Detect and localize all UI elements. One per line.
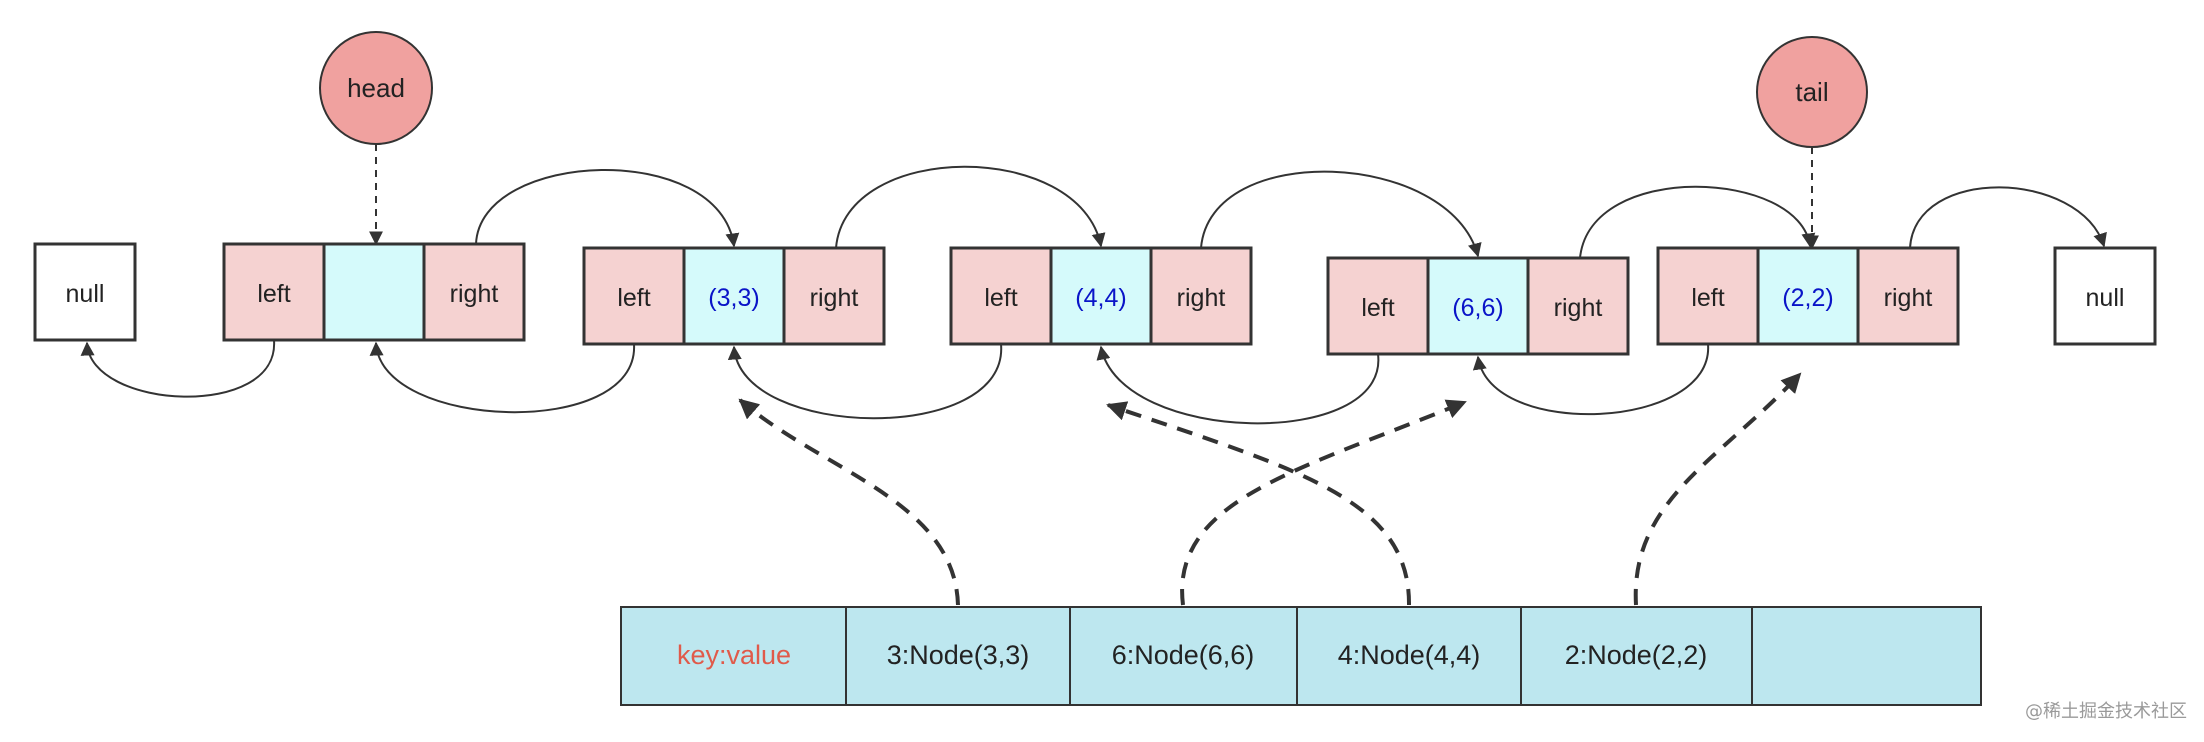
node-head-sentinel: left right (222, 242, 526, 342)
node-right-label: right (810, 284, 859, 312)
hashmap-entry: 6:Node(6,6) (1112, 640, 1255, 670)
next-link (475, 169, 740, 248)
node-right-field (1149, 246, 1253, 346)
node-left-field (1326, 256, 1430, 356)
prev-links (80, 339, 1710, 425)
null-left-label: null (66, 280, 105, 308)
tail-pointer-label: tail (1795, 77, 1828, 107)
hashmap-table: key:value 3:Node(3,3) 6:Node(6,6) 4:Node… (620, 606, 1982, 706)
node-value-field (1426, 256, 1530, 356)
prev-link (80, 339, 276, 398)
node-4-4: left (4,4) right (949, 246, 1253, 346)
head-pointer: head (319, 31, 433, 246)
hashmap-entry: 2:Node(2,2) (1565, 640, 1708, 670)
null-right-box: null (2053, 246, 2157, 346)
node-value-label: (4,4) (1075, 284, 1126, 312)
ref-2-to-node-2-2 (1633, 372, 1802, 606)
hashmap-node-refs (738, 372, 1802, 606)
node-left-field (1656, 246, 1760, 346)
hashmap-entry: 4:Node(4,4) (1338, 640, 1481, 670)
next-link (1909, 186, 2107, 249)
hashmap-header-label: key:value (677, 640, 791, 670)
node-right-label: right (1554, 294, 1603, 322)
next-link (835, 165, 1106, 249)
prev-link (727, 343, 1003, 420)
hashmap-cell (1520, 606, 1753, 706)
ref-4-to-node-4-4 (1106, 401, 1412, 606)
next-link (1579, 185, 1816, 259)
node-left-label: left (617, 284, 650, 312)
ref-6-to-node-6-6 (1180, 399, 1467, 606)
node-right-label: right (1884, 284, 1933, 312)
node-left-label: left (1691, 284, 1724, 312)
tail-pointer: tail (1756, 36, 1868, 250)
head-pointer-label: head (347, 73, 405, 103)
node-left-label: left (257, 280, 290, 308)
node-right-field (782, 246, 886, 346)
node-left-label: left (984, 284, 1017, 312)
hashmap-cell (1296, 606, 1522, 706)
node-value-field (1756, 246, 1860, 346)
node-value-field (1049, 246, 1153, 346)
node-right-field (1856, 246, 1960, 346)
prev-link (369, 341, 636, 414)
prev-link (1096, 345, 1380, 425)
node-6-6: left (6,6) right (1326, 256, 1630, 356)
hashmap-cell (620, 606, 847, 706)
node-2-2: left (2,2) right (1656, 246, 1960, 346)
prev-link (1472, 343, 1710, 416)
hashmap-cell (1751, 606, 1982, 706)
watermark: @稀土掘金技术社区 (2025, 701, 2187, 722)
null-left-box: null (33, 242, 137, 342)
node-value-label: (2,2) (1782, 284, 1833, 312)
null-right-label: null (2086, 284, 2125, 312)
node-value-label: (3,3) (708, 284, 759, 312)
hashmap-cell (845, 606, 1071, 706)
node-value-field (322, 242, 426, 342)
node-3-3: left (3,3) right (582, 246, 886, 346)
next-link (1200, 170, 1482, 258)
ref-3-to-node-3-3 (738, 398, 960, 606)
node-right-label: right (450, 280, 499, 308)
node-right-field (1526, 256, 1630, 356)
hashmap-entry: 3:Node(3,3) (887, 640, 1030, 670)
node-right-field (422, 242, 526, 342)
node-right-label: right (1177, 284, 1226, 312)
node-left-label: left (1361, 294, 1394, 322)
next-links (475, 165, 2107, 259)
node-left-field (949, 246, 1053, 346)
node-value-label: (6,6) (1452, 294, 1503, 322)
